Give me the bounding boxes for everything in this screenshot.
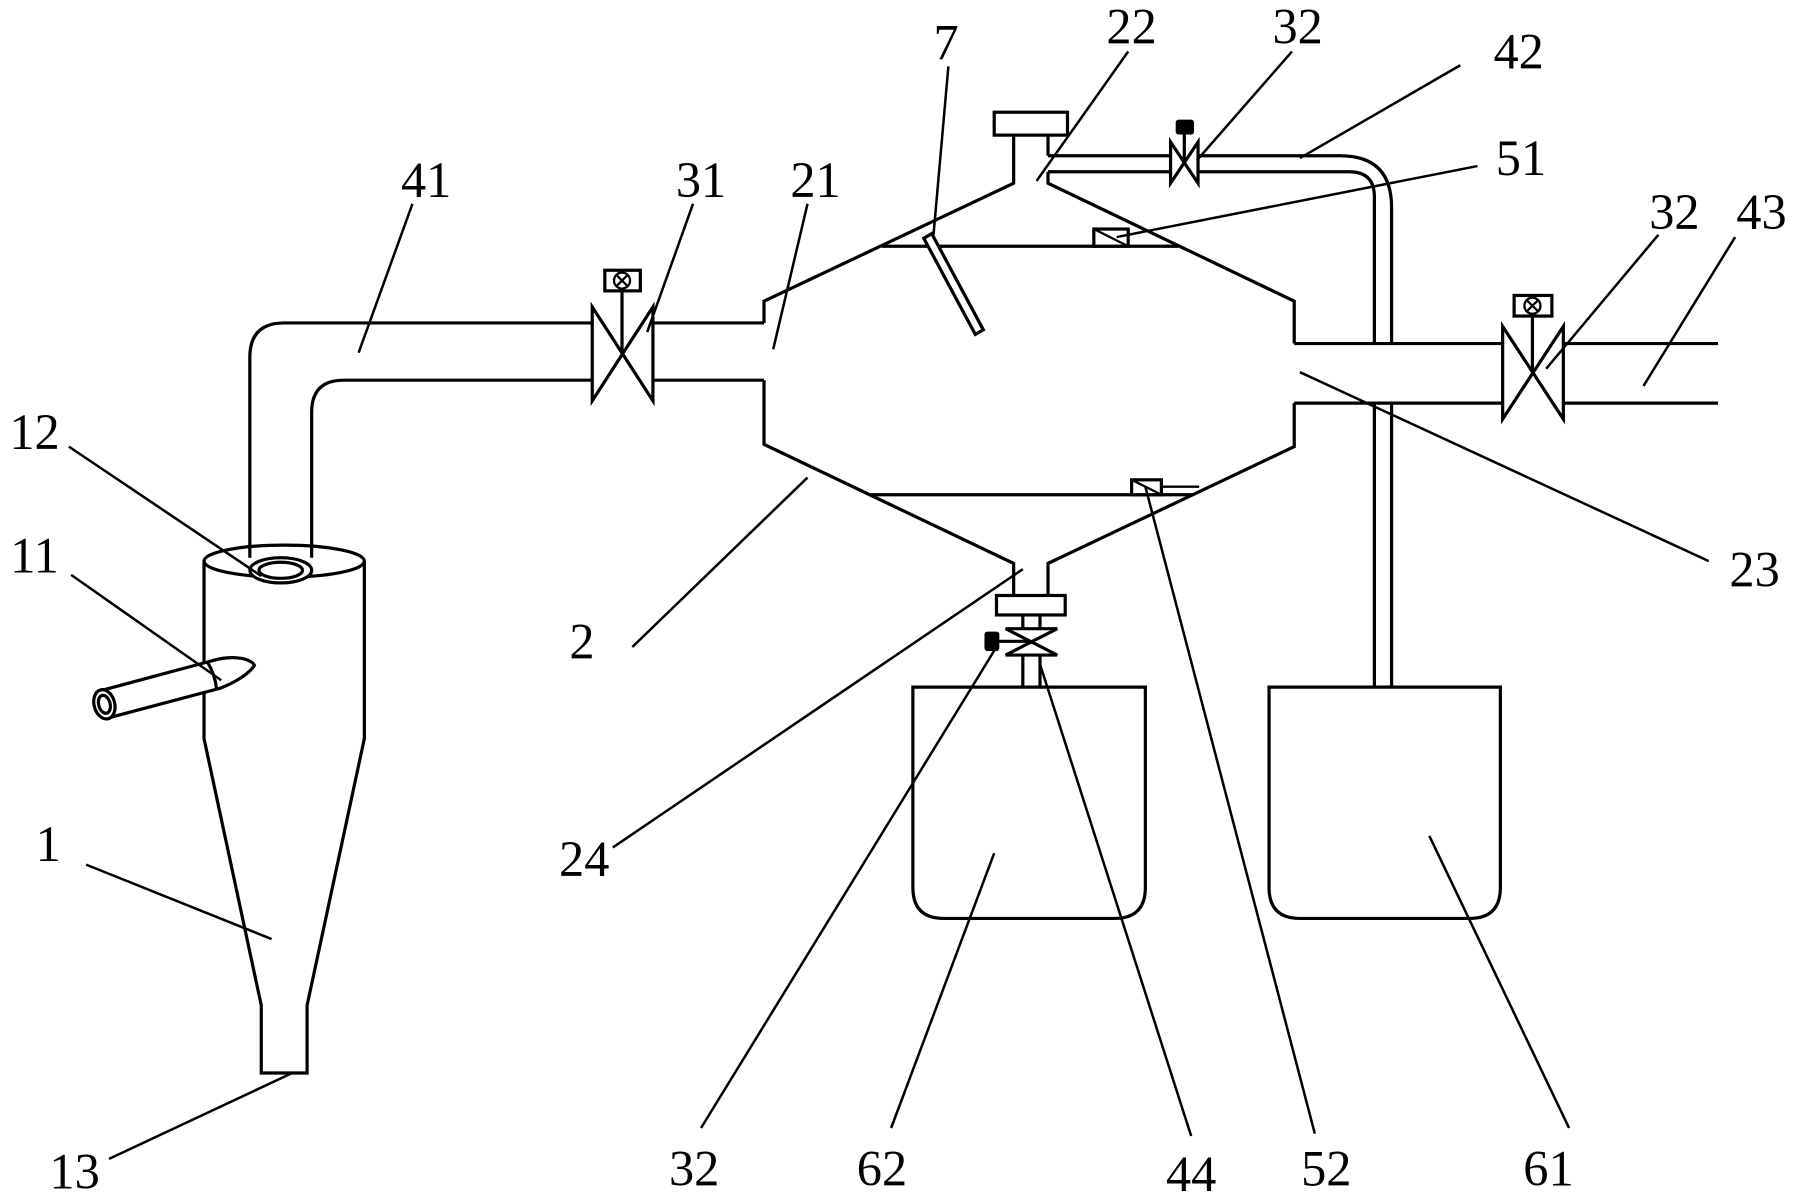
pipe-42-down (1372, 403, 1394, 688)
sensor-51-mark (1093, 228, 1129, 248)
pipe-42-top (1048, 154, 1394, 344)
label-43: 43 (1736, 184, 1786, 240)
leader-52 (1144, 486, 1317, 1135)
leader-31 (646, 203, 695, 333)
label-44: 44 (1166, 1146, 1216, 1199)
actuator-32-circle (1523, 296, 1542, 315)
label-7: 7 (934, 15, 959, 71)
label-51: 51 (1496, 130, 1546, 186)
pipe-43 (1294, 341, 1718, 405)
leader-24 (612, 568, 1024, 849)
label-22: 22 (1106, 0, 1156, 55)
label-52: 52 (1301, 1140, 1351, 1196)
pipe-41-inner (310, 378, 593, 558)
bottom-stem (1021, 614, 1042, 629)
label-32-right: 32 (1649, 184, 1699, 240)
label-32-top: 32 (1272, 0, 1322, 55)
cyclone-inlet-pipe (99, 656, 257, 720)
leader-44 (1038, 663, 1193, 1137)
pipe-44 (1021, 655, 1042, 688)
leader-13 (108, 1071, 293, 1161)
leader-2 (631, 476, 809, 648)
label-11: 11 (10, 528, 59, 584)
leader-32-bottom (699, 646, 998, 1129)
leader-23 (1299, 371, 1710, 563)
leader-7 (932, 66, 950, 235)
top-flange (992, 110, 1070, 137)
label-24: 24 (559, 831, 609, 887)
leader-1 (85, 863, 273, 941)
pipe-42-bottom (1048, 170, 1376, 344)
outlet-ring-inner (257, 560, 305, 580)
valve-32-top-handle (1175, 119, 1195, 135)
leader-22 (1035, 50, 1130, 182)
valve-31 (590, 301, 655, 407)
vessel-body (762, 135, 1296, 596)
pipe-31-to-vessel (652, 321, 765, 382)
leader-41 (357, 203, 414, 354)
leader-42 (1299, 64, 1461, 160)
leader-51 (1116, 164, 1478, 239)
bottom-flange (994, 593, 1067, 617)
valve-32-bottom-handle (984, 631, 1000, 652)
label-32-bottom: 32 (669, 1140, 719, 1196)
cyclone-body (202, 561, 366, 1075)
leader-21 (771, 203, 809, 350)
label-13: 13 (49, 1144, 99, 1199)
valve-32-bottom (1004, 627, 1058, 657)
leader-61 (1428, 835, 1571, 1129)
leader-62 (889, 852, 996, 1129)
inlet-end-inner (96, 693, 113, 715)
actuator-31-circle (612, 271, 632, 290)
label-1: 1 (36, 816, 61, 872)
tank-61 (1267, 685, 1502, 921)
leader-12 (68, 445, 262, 578)
label-12: 12 (9, 404, 59, 460)
valve-32-right (1501, 320, 1565, 425)
leader-32-top (1195, 50, 1293, 162)
label-23: 23 (1729, 541, 1779, 597)
label-21: 21 (790, 152, 840, 208)
label-41: 41 (401, 152, 451, 208)
label-2: 2 (569, 613, 594, 669)
actuator-32-cross (1525, 299, 1539, 313)
label-31: 31 (676, 152, 726, 208)
label-62: 62 (857, 1140, 907, 1196)
tank-62 (911, 685, 1147, 921)
leader-43 (1642, 236, 1737, 387)
label-42: 42 (1493, 24, 1543, 80)
leader-11 (70, 573, 222, 682)
leader-32-right (1545, 233, 1660, 370)
label-61: 61 (1523, 1140, 1573, 1196)
rod-7 (921, 231, 986, 337)
pipe-41-outer (248, 321, 593, 558)
actuator-31-cross (615, 274, 629, 288)
